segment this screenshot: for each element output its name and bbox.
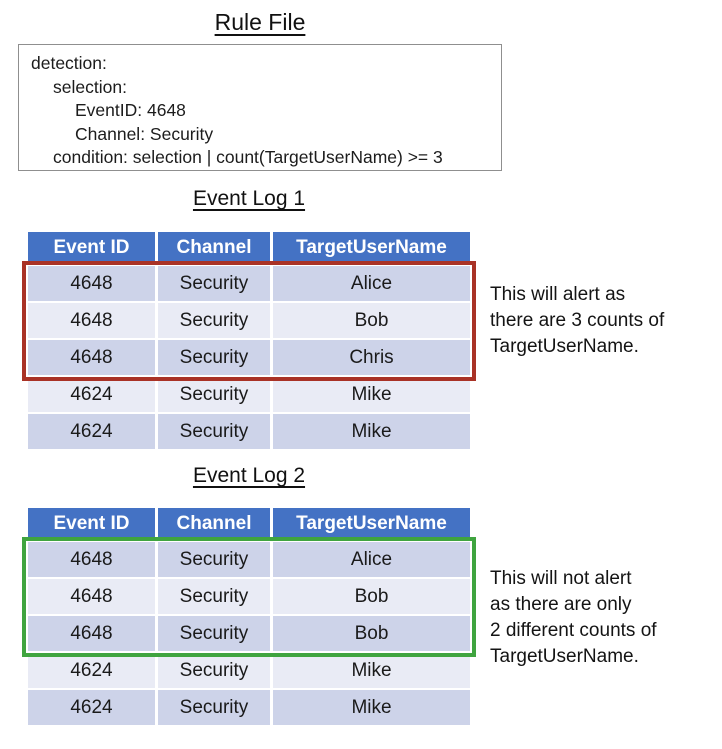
column-header-event-id: Event ID	[28, 508, 155, 540]
no-alert-highlight-box	[22, 537, 476, 657]
column-header-targetusername: TargetUserName	[273, 232, 470, 264]
annotation-line: 2 different counts of	[490, 620, 657, 641]
table-cell: Security	[158, 303, 270, 338]
table-cell: Mike	[273, 414, 470, 449]
table-cell: 4624	[28, 414, 155, 449]
alert-highlight-box	[22, 261, 476, 381]
table-cell: Security	[158, 579, 270, 614]
annotation-line: there are 3 counts of	[490, 310, 665, 331]
annotation-line: This will not alert	[490, 568, 632, 589]
table-cell: 4648	[28, 266, 155, 301]
code-line: condition: selection | count(TargetUserN…	[53, 147, 443, 167]
annotation-line: TargetUserName.	[490, 336, 639, 357]
table-cell: Chris	[273, 340, 470, 375]
event-log-1-table: Event ID Channel TargetUserName 4648 Sec…	[28, 232, 470, 449]
table-cell: Security	[158, 340, 270, 375]
event-log-2-heading: Event Log 2	[192, 464, 306, 487]
table-cell: 4624	[28, 690, 155, 725]
table-cell: Security	[158, 377, 270, 412]
event-log-1-heading: Event Log 1	[192, 187, 306, 210]
table-cell: 4648	[28, 340, 155, 375]
table-cell: 4648	[28, 579, 155, 614]
alert-annotation: This will alert as there are 3 counts of…	[490, 282, 664, 360]
table-cell: Security	[158, 542, 270, 577]
code-line: Channel: Security	[75, 123, 214, 144]
table-cell: Mike	[273, 377, 470, 412]
annotation-line: This will alert as	[490, 284, 626, 305]
column-header-event-id: Event ID	[28, 232, 155, 264]
code-line: selection:	[53, 76, 127, 97]
annotation-line: as there are only	[490, 594, 632, 615]
table-cell: 4624	[28, 377, 155, 412]
table-cell: Alice	[273, 266, 470, 301]
rule-file-box: detection: selection: EventID: 4648 Chan…	[18, 44, 502, 171]
table-cell: Bob	[273, 616, 470, 651]
table-cell: Security	[158, 266, 270, 301]
table-cell: Security	[158, 616, 270, 651]
code-line: EventID: 4648	[75, 100, 186, 120]
table-cell: Security	[158, 414, 270, 449]
rule-file-title: Rule File	[214, 9, 306, 35]
table-cell: 4648	[28, 303, 155, 338]
table-cell: Security	[158, 653, 270, 688]
table-cell: Alice	[273, 542, 470, 577]
column-header-targetusername: TargetUserName	[273, 508, 470, 540]
table-cell: 4648	[28, 542, 155, 577]
no-alert-annotation: This will not alert as there are only 2 …	[490, 566, 657, 670]
column-header-channel: Channel	[158, 508, 270, 540]
table-cell: Security	[158, 690, 270, 725]
column-header-channel: Channel	[158, 232, 270, 264]
table-cell: Mike	[273, 653, 470, 688]
table-cell: Bob	[273, 579, 470, 614]
table-cell: Bob	[273, 303, 470, 338]
table-cell: Mike	[273, 690, 470, 725]
event-log-2-table: Event ID Channel TargetUserName 4648 Sec…	[28, 508, 470, 725]
table-cell: 4624	[28, 653, 155, 688]
table-cell: 4648	[28, 616, 155, 651]
code-line: detection:	[31, 53, 107, 73]
annotation-line: TargetUserName.	[490, 646, 639, 667]
